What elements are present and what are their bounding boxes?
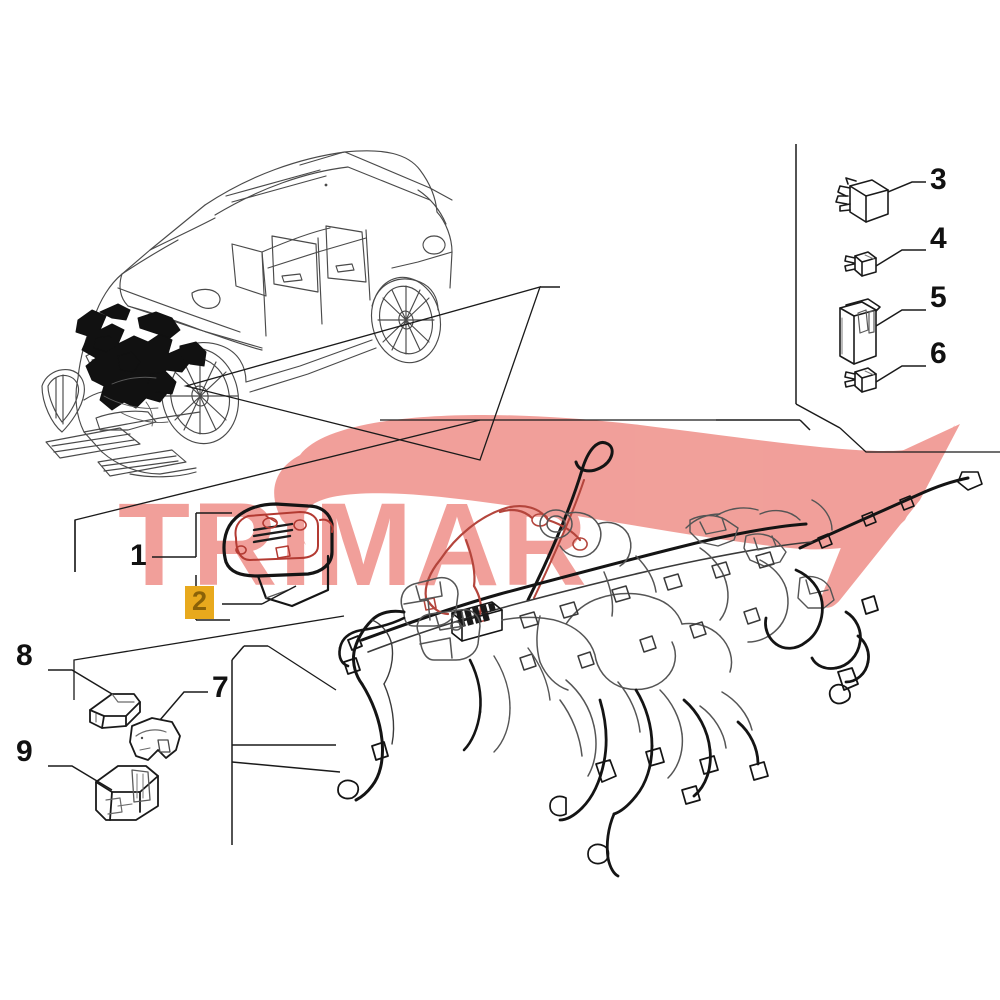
leader-item-8 bbox=[48, 669, 113, 695]
vehicle-engine-detail bbox=[103, 376, 169, 427]
leader-bracket-left-lower bbox=[231, 645, 341, 845]
callout-3[interactable]: 3 bbox=[930, 163, 947, 196]
watermark-swoosh bbox=[274, 415, 955, 550]
callout-2[interactable]: 2 bbox=[185, 586, 215, 619]
callout-6[interactable]: 6 bbox=[930, 337, 947, 370]
leader-item-5 bbox=[875, 309, 926, 327]
part-3-relay bbox=[835, 177, 889, 223]
leader-long-diagonal bbox=[73, 615, 345, 700]
part-9-connector-cap bbox=[95, 765, 159, 821]
leader-top-wedge bbox=[380, 419, 811, 431]
leader-right-wedge bbox=[839, 427, 1000, 453]
part-7-harness-clip bbox=[129, 717, 181, 761]
part-5-cartridge-fuse bbox=[839, 298, 881, 365]
leader-item-9 bbox=[48, 765, 113, 791]
leader-item-4 bbox=[875, 249, 926, 267]
rear-wheel bbox=[370, 276, 442, 364]
watermark-swoosh-tail bbox=[821, 424, 960, 608]
callout-7[interactable]: 7 bbox=[212, 671, 229, 704]
part-6-blade-fuse bbox=[844, 367, 877, 393]
part-8-harness-cover bbox=[89, 693, 141, 729]
part-1-main-harness bbox=[337, 441, 983, 878]
callout-5[interactable]: 5 bbox=[930, 281, 947, 314]
callout-9[interactable]: 9 bbox=[16, 735, 33, 768]
leader-item-7 bbox=[159, 691, 208, 721]
part-4-blade-fuse bbox=[844, 251, 877, 277]
callout-8[interactable]: 8 bbox=[16, 639, 33, 672]
callout-4[interactable]: 4 bbox=[930, 222, 947, 255]
part-2-fuse-box bbox=[222, 502, 334, 608]
leader-item-3 bbox=[887, 181, 926, 193]
callout-1[interactable]: 1 bbox=[130, 539, 147, 572]
leader-vehicle-to-harness bbox=[183, 286, 560, 461]
leader-item-6 bbox=[875, 365, 926, 383]
vehicle-harness-highlight bbox=[75, 303, 207, 411]
leader-bracket-right bbox=[795, 144, 841, 429]
